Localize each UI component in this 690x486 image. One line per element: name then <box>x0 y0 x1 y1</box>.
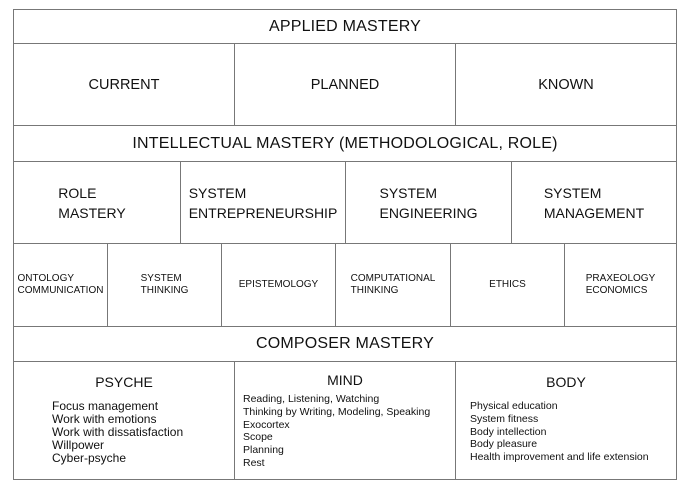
economics-line: ECONOMICS <box>585 285 648 296</box>
mind-cell: MIND Reading, Listening, Watching Thinki… <box>234 361 456 480</box>
mind-title: MIND <box>327 372 363 388</box>
applied-known: KNOWN <box>455 43 677 126</box>
list-item: Scope <box>243 431 273 444</box>
applied-current: CURRENT <box>13 43 235 126</box>
praxeology-line: PRAXEOLOGY <box>585 273 656 284</box>
list-item: Cyber-psyche <box>52 451 127 465</box>
system-thinking-cell: SYSTEM THINKING <box>107 243 222 327</box>
system-management-line1: SYSTEM <box>543 184 602 201</box>
composer-mastery-title: COMPOSER MASTERY <box>13 326 677 362</box>
system-engineering-line1: SYSTEM <box>379 184 438 201</box>
psyche-title: PSYCHE <box>95 374 153 390</box>
system-engineering-line2: ENGINEERING <box>379 204 478 221</box>
ethics-line: ETHICS <box>489 279 526 290</box>
role-mastery-line1: ROLE <box>58 184 97 201</box>
applied-planned: PLANNED <box>234 43 456 126</box>
list-item: Health improvement and life extension <box>470 451 649 464</box>
body-list: Physical education System fitness Body i… <box>470 400 649 464</box>
applied-mastery-title: APPLIED MASTERY <box>13 9 677 44</box>
system-entrepreneurship-line1: SYSTEM <box>188 184 247 201</box>
body-cell: BODY Physical education System fitness B… <box>455 361 677 480</box>
computational-thinking-cell: COMPUTATIONAL THINKING <box>335 243 451 327</box>
praxeology-economics-cell: PRAXEOLOGY ECONOMICS <box>564 243 677 327</box>
system-entrepreneurship-line2: ENTREPRENEURSHIP <box>188 204 338 221</box>
system-thinking-line1: SYSTEM <box>140 273 182 284</box>
epistemology-cell: EPISTEMOLOGY <box>221 243 336 327</box>
list-item: Body intellection <box>470 425 547 438</box>
computational-thinking-line1: COMPUTATIONAL <box>350 273 436 284</box>
list-item: Exocortex <box>243 418 290 431</box>
list-item: Willpower <box>52 438 105 452</box>
system-entrepreneurship-cell: SYSTEM ENTREPRENEURSHIP <box>180 161 346 244</box>
epistemology-line: EPISTEMOLOGY <box>238 279 319 290</box>
system-thinking-line2: THINKING <box>140 285 189 296</box>
list-item: Work with dissatisfaction <box>52 425 184 439</box>
mind-list: Reading, Listening, Watching Thinking by… <box>243 393 430 470</box>
role-mastery-line2: MASTERY <box>58 204 126 221</box>
list-item: Work with emotions <box>52 412 157 426</box>
system-engineering-cell: SYSTEM ENGINEERING <box>345 161 512 244</box>
communication-line: COMMUNICATION <box>17 285 104 296</box>
list-item: System fitness <box>470 412 539 425</box>
psyche-list: Focus management Work with emotions Work… <box>52 400 183 465</box>
ontology-communication-cell: ONTOLOGY COMMUNICATION <box>13 243 108 327</box>
ethics-cell: ETHICS <box>450 243 565 327</box>
system-management-cell: SYSTEM MANAGEMENT <box>511 161 677 244</box>
list-item: Planning <box>243 444 284 457</box>
computational-thinking-line2: THINKING <box>350 285 399 296</box>
body-title: BODY <box>546 374 586 390</box>
list-item: Body pleasure <box>470 438 538 451</box>
ontology-line: ONTOLOGY <box>17 273 75 284</box>
list-item: Rest <box>243 456 265 469</box>
list-item: Focus management <box>52 399 159 413</box>
psyche-cell: PSYCHE Focus management Work with emotio… <box>13 361 235 480</box>
role-mastery-cell: ROLE MASTERY <box>13 161 181 244</box>
list-item: Thinking by Writing, Modeling, Speaking <box>243 405 431 418</box>
list-item: Reading, Listening, Watching <box>243 393 380 405</box>
intellectual-mastery-title: INTELLECTUAL MASTERY (METHODOLOGICAL, RO… <box>13 125 677 162</box>
system-management-line2: MANAGEMENT <box>543 204 645 221</box>
list-item: Physical education <box>470 400 558 412</box>
